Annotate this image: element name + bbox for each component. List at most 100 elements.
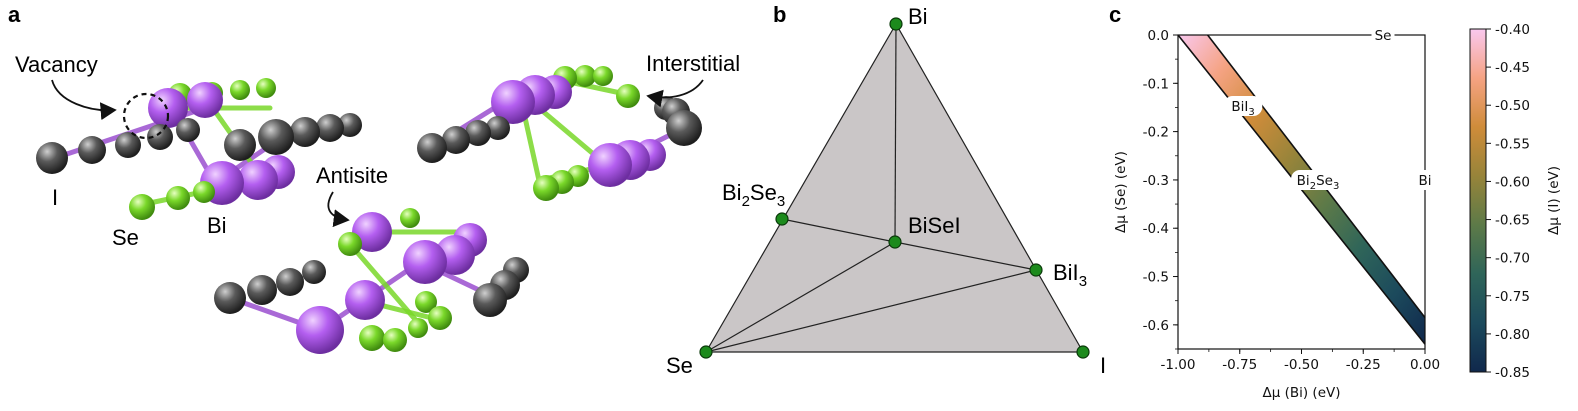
atom-i	[258, 119, 294, 155]
atom-i	[316, 114, 344, 142]
atom-bi	[403, 240, 447, 284]
atom-i	[36, 142, 68, 174]
phase-label-bi2se3: Bi2Se3	[722, 180, 785, 210]
x-tick-label: -0.50	[1284, 357, 1319, 373]
atom-i	[176, 118, 200, 142]
region-label-bg	[1413, 170, 1437, 190]
atom-bi	[345, 280, 385, 320]
atom-i	[666, 110, 702, 146]
y-tick-label: -0.3	[1143, 173, 1169, 189]
colorbar-tick-label: -0.50	[1495, 98, 1530, 114]
x-tick-label: -1.00	[1161, 357, 1196, 373]
atom-i	[473, 283, 507, 317]
atom-se	[408, 318, 428, 338]
atom-label-i: I	[52, 185, 58, 210]
atom-se	[400, 208, 420, 228]
colorbar-tick-label: -0.75	[1495, 289, 1530, 305]
atom-se	[415, 291, 437, 313]
atom-se	[359, 325, 385, 351]
colorbar-tick-label: -0.40	[1495, 22, 1530, 38]
atom-bi	[238, 160, 278, 200]
atom-se	[256, 78, 276, 98]
atom-bi	[296, 306, 344, 354]
tie-line-bi2se3-biSeI	[781, 218, 896, 243]
panel-label-c: c	[1109, 2, 1121, 27]
atom-se	[428, 306, 452, 330]
x-tick-label: -0.75	[1222, 357, 1257, 373]
atom-se	[338, 232, 362, 256]
colorbar	[1469, 28, 1487, 373]
region-label-bg	[1371, 25, 1395, 45]
tie-line-se-biSeI	[705, 241, 896, 353]
atom-bi	[187, 82, 223, 118]
y-tick-label: -0.4	[1143, 221, 1169, 237]
phase-triangle	[704, 22, 1085, 353]
colorbar-title: Δμ (I) (eV)	[1546, 166, 1562, 235]
colorbar-tick-label: -0.45	[1495, 60, 1530, 76]
atom-i	[147, 124, 173, 150]
y-tick-label: -0.2	[1143, 125, 1169, 141]
atom-i	[78, 136, 106, 164]
node-bisei	[888, 235, 902, 249]
node-bii3	[1029, 263, 1043, 277]
atom-label-se: Se	[112, 225, 139, 250]
atom-i	[486, 116, 510, 140]
region-label-bi: Bi	[1418, 173, 1431, 189]
colorbar-tick-label: -0.60	[1495, 174, 1530, 190]
vacancy-arrow	[51, 79, 117, 121]
atom-se	[616, 84, 640, 108]
atom-label-bi: Bi	[207, 213, 227, 238]
vertex-label-bi: Bi	[908, 4, 928, 29]
region-label-bg	[1223, 96, 1263, 116]
atom-bi	[352, 212, 392, 252]
colorbar-tick-label: -0.70	[1495, 251, 1530, 267]
atom-se	[574, 65, 596, 87]
y-tick-label: 0.0	[1148, 28, 1169, 44]
x-tick-label: -0.25	[1346, 357, 1381, 373]
region-label-bii3: BiI3	[1231, 99, 1254, 118]
atom-i	[302, 260, 326, 284]
atom-i	[442, 126, 470, 154]
node-bi	[889, 17, 903, 31]
x-tick-label: 0.00	[1410, 357, 1440, 373]
y-tick-label: -0.6	[1143, 318, 1169, 334]
atom-bi	[588, 143, 632, 187]
node-se	[699, 345, 713, 359]
region-label-se: Se	[1375, 28, 1392, 44]
colorbar-tick-label: -0.55	[1495, 136, 1530, 152]
atom-i	[115, 132, 141, 158]
atom-i	[417, 133, 447, 163]
atom-se	[129, 194, 155, 220]
vacancy-dashed-circle	[122, 92, 170, 140]
atom-se	[383, 328, 407, 352]
atom-i	[214, 282, 246, 314]
region-label-bg	[1291, 170, 1345, 190]
x-axis-title: Δμ (Bi) (eV)	[1262, 385, 1340, 401]
atom-se	[230, 80, 250, 100]
crystal-structure-illustration	[36, 65, 702, 354]
atom-i	[224, 129, 256, 161]
y-tick-label: -0.1	[1143, 76, 1169, 92]
vertex-label-i: I	[1100, 353, 1106, 378]
interstitial-label: Interstitial	[646, 51, 740, 76]
atom-se	[593, 66, 613, 86]
antisite-label: Antisite	[316, 163, 388, 188]
atom-se	[193, 181, 215, 203]
tie-line-biSeI-biI3	[894, 241, 1037, 271]
atom-i	[247, 275, 277, 305]
atom-bi	[148, 88, 188, 128]
colorbar-tick-label: -0.80	[1495, 327, 1530, 343]
phase-label-bii3: BiI3	[1053, 260, 1087, 290]
colorbar-tick-label: -0.65	[1495, 213, 1530, 229]
node-bi2se3	[775, 212, 789, 226]
atom-i	[338, 113, 362, 137]
panel-label-b: b	[773, 2, 786, 27]
atom-se	[533, 175, 559, 201]
atom-se	[166, 186, 190, 210]
chemical-potential-chart: -1.00 -0.75 -0.50 -0.25 0.00 0.0 -0.1 -0.2 -0.3 -…	[1113, 22, 1562, 401]
vertex-label-se: Se	[666, 353, 693, 378]
antisite-arrow	[327, 191, 350, 228]
vacancy-label: Vacancy	[15, 52, 98, 77]
tie-line-bi-biSeI	[894, 23, 897, 243]
